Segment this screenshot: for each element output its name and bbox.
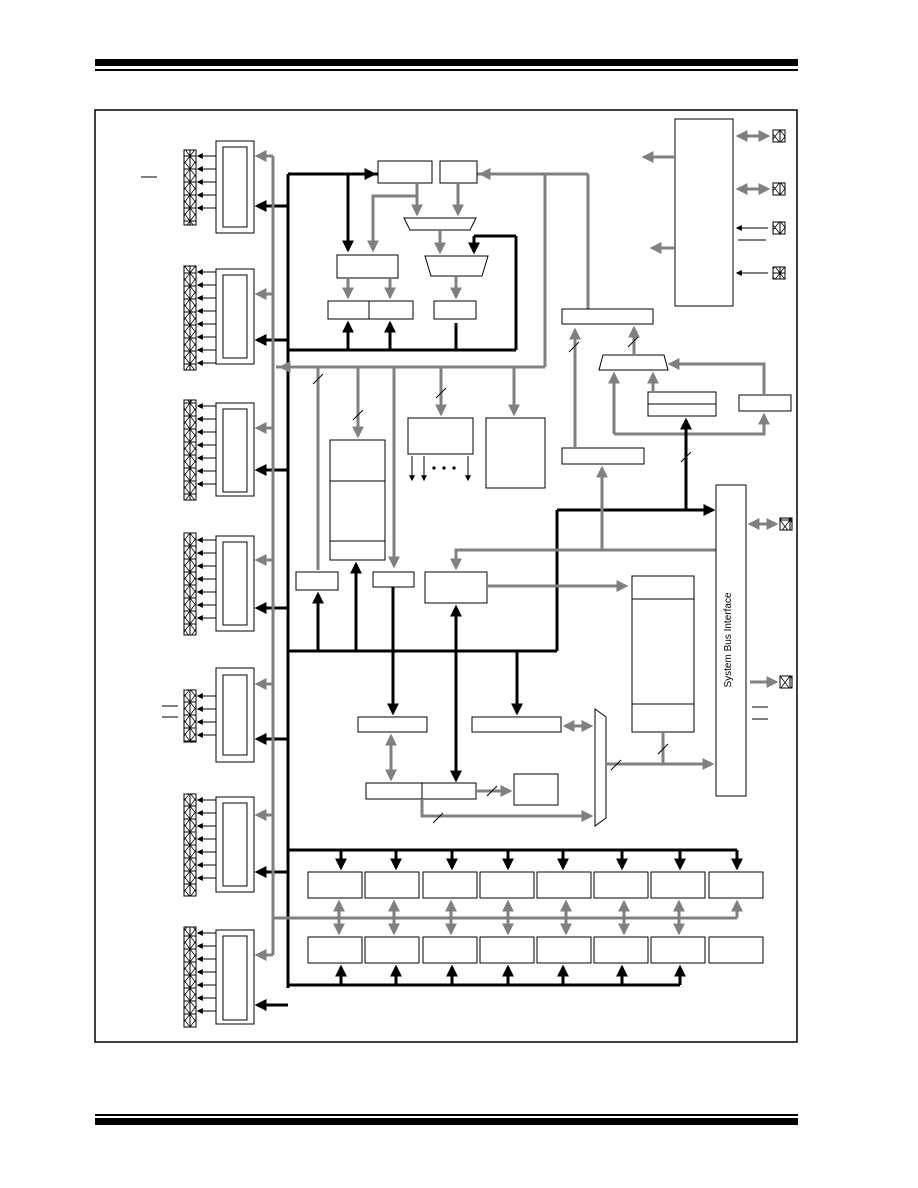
status-register xyxy=(513,773,559,806)
peripheral-module xyxy=(422,936,478,964)
peripheral-module xyxy=(364,871,420,899)
port-f-pins xyxy=(183,793,197,897)
port-block-d xyxy=(183,532,255,636)
output-mux xyxy=(594,708,607,827)
bus-width-marks xyxy=(312,336,692,824)
alu-grey-links xyxy=(569,325,770,550)
peripheral-module xyxy=(536,871,592,899)
footer-rule xyxy=(95,1114,798,1125)
peripheral-module xyxy=(307,871,363,899)
address-mux-mid xyxy=(424,255,489,277)
port-a-pins xyxy=(183,149,197,226)
port-e-pins xyxy=(183,689,197,743)
program-memory xyxy=(485,417,546,489)
ellipsis-dot xyxy=(442,466,446,470)
port-block-e xyxy=(162,667,255,763)
sbi-pin xyxy=(779,517,793,531)
osc-links xyxy=(641,130,771,254)
peripheral-module xyxy=(479,936,535,964)
osc-pin xyxy=(772,221,786,235)
tblptr-low xyxy=(327,300,370,320)
port-d-pins xyxy=(183,532,197,636)
sbi-pin xyxy=(779,675,793,689)
peripheral-module xyxy=(708,871,764,899)
port-a-latch xyxy=(222,146,248,228)
peripheral-row-top xyxy=(307,871,764,899)
port-d-latch xyxy=(222,541,248,626)
port-block-f xyxy=(183,793,255,897)
instruction-register xyxy=(561,308,654,325)
port-e-latch xyxy=(222,674,248,756)
stack-memory xyxy=(631,575,695,733)
peripheral-module xyxy=(364,936,420,964)
peripheral-module xyxy=(708,936,764,964)
osc-inputs xyxy=(735,225,768,276)
grey-bus-to-ports xyxy=(254,150,545,961)
peripheral-module xyxy=(307,936,363,964)
table-pointer xyxy=(336,254,399,279)
port-b-pins xyxy=(183,265,197,371)
peripheral-module xyxy=(650,936,706,964)
tablat xyxy=(433,300,477,320)
pc-latch xyxy=(439,160,478,184)
peripheral-module xyxy=(593,936,649,964)
alu-input-b xyxy=(421,782,477,800)
bsr-register xyxy=(424,571,488,604)
osc-pin xyxy=(772,266,786,280)
decode-control xyxy=(407,417,474,455)
system-bus-interface xyxy=(715,484,747,797)
port-c-pins xyxy=(183,399,197,501)
peripheral-module xyxy=(593,871,649,899)
port-block-a xyxy=(141,140,255,234)
alu-input-a xyxy=(365,782,423,800)
oscillator-block xyxy=(674,118,734,307)
osc-pin xyxy=(772,182,786,196)
header-rule xyxy=(95,59,798,71)
bus-to-peripherals-top xyxy=(335,850,743,871)
decode-outputs xyxy=(409,456,471,482)
multiplier xyxy=(357,716,428,733)
data-bus-black xyxy=(286,172,737,988)
fsr1 xyxy=(372,571,415,588)
peripheral-module xyxy=(479,871,535,899)
instruction-decode xyxy=(561,447,645,465)
mem-grey-links xyxy=(316,367,520,570)
bsr-grey-links xyxy=(450,548,716,592)
fsr0 xyxy=(295,571,339,591)
peripheral-module xyxy=(536,936,592,964)
port-block-g xyxy=(183,926,255,1028)
pc-black-links xyxy=(288,168,480,350)
port-f-latch xyxy=(222,802,248,887)
peripheral-row-bottom xyxy=(307,936,764,964)
product-register xyxy=(471,716,562,733)
diagram-frame xyxy=(94,109,798,1043)
osc-pin xyxy=(772,129,786,143)
peripheral-grey-links xyxy=(333,899,743,936)
peripheral-module xyxy=(422,871,478,899)
data-ram xyxy=(329,439,386,561)
port-b-latch xyxy=(222,274,248,359)
port-c-latch xyxy=(222,408,248,493)
fsr-black-links xyxy=(312,561,523,783)
port-block-c xyxy=(183,399,255,501)
ellipsis-dot xyxy=(452,466,456,470)
system-bus-interface-label: System Bus Interface xyxy=(723,592,734,687)
pc-register xyxy=(377,160,433,184)
peripheral-module xyxy=(650,871,706,899)
port-g-pins xyxy=(183,926,197,1028)
bank-select xyxy=(738,394,792,412)
alu-lower-grey xyxy=(385,720,663,822)
port-block-b xyxy=(183,265,255,371)
port-g-latch xyxy=(222,935,248,1021)
pc-grey-links xyxy=(342,168,545,300)
tblptr-high xyxy=(368,300,414,320)
alu-mux xyxy=(598,354,669,371)
ellipsis-dot xyxy=(432,466,436,470)
address-mux-top xyxy=(403,217,477,231)
bus-to-peripherals-bottom xyxy=(335,964,686,985)
